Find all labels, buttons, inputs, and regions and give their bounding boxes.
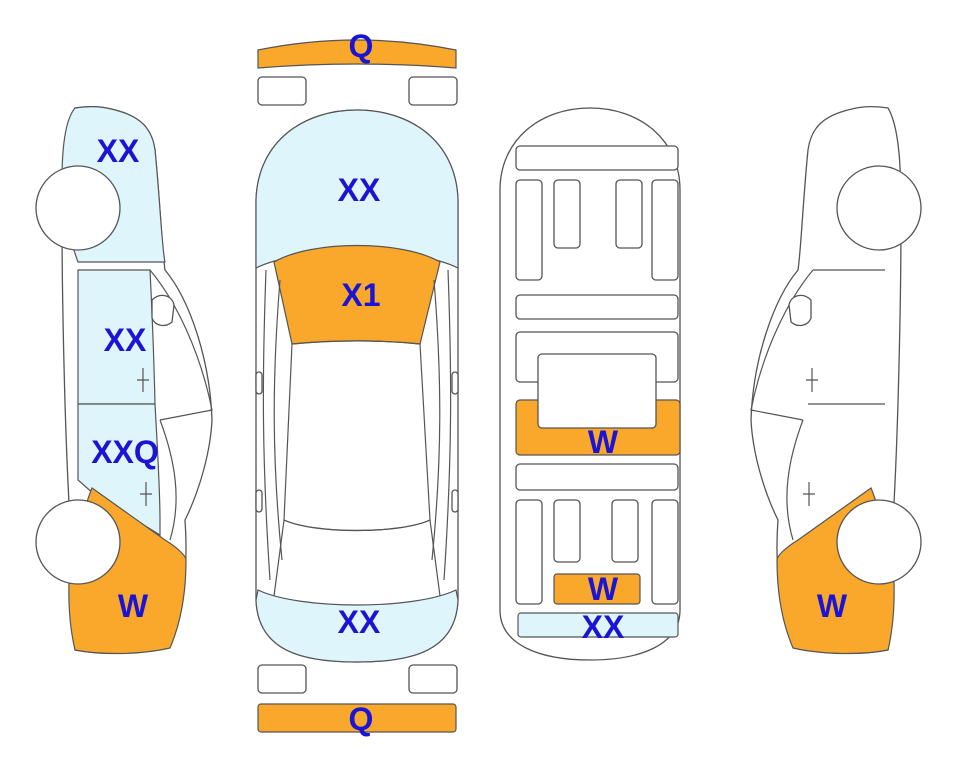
- windshield-label: X1: [341, 277, 380, 313]
- underbody-view: [499, 107, 681, 661]
- underbody-middle-label: W: [588, 424, 619, 460]
- front-bumper[interactable]: [257, 39, 457, 69]
- right-pillar-line: [431, 279, 441, 561]
- underbody-top-bar: [515, 145, 679, 171]
- underbody-bar-4: [515, 463, 679, 491]
- underbody-rear-bar-label: XX: [582, 609, 625, 645]
- left-window-line: [149, 269, 213, 421]
- left-rear-door-label: XXQ: [91, 434, 159, 470]
- underbody-slot-7: [611, 499, 639, 563]
- right-mirror: [788, 294, 812, 327]
- underbody-slot-4: [651, 179, 679, 281]
- left-front-door-label: XX: [104, 322, 147, 358]
- trunk-panel[interactable]: [255, 589, 459, 663]
- front-left-light: [257, 76, 307, 106]
- right-rear-handle: [803, 482, 815, 506]
- right-front-handle: [806, 368, 818, 392]
- damage-labels: Q XX X1 XX Q W W XX XX XX XXQ W W: [91, 28, 848, 737]
- underbody-slot-1: [515, 179, 543, 281]
- underbody-slot-8: [651, 499, 679, 605]
- rear-left-light: [257, 664, 307, 694]
- right-side-line: [443, 269, 452, 581]
- left-mirror: [255, 371, 263, 395]
- left-rear-wheel: [35, 499, 121, 585]
- right-front-wheel: [836, 165, 922, 251]
- rear-right-light: [408, 664, 458, 694]
- underbody-rear-bar[interactable]: [517, 612, 679, 638]
- front-right-light: [408, 76, 458, 106]
- left-rear-door[interactable]: [77, 403, 161, 537]
- underbody-slot-2: [553, 179, 581, 249]
- underbody-rear-small-label: W: [588, 571, 619, 607]
- right-window-line-2: [786, 419, 804, 541]
- left-pillar-line: [273, 279, 283, 561]
- right-window-line: [750, 269, 814, 421]
- right-rear-quarter-label: W: [817, 588, 848, 624]
- hood-label: XX: [338, 172, 381, 208]
- left-side-line: [262, 269, 271, 581]
- left-rear-quarter-label: W: [118, 588, 149, 624]
- left-rear-handle: [140, 482, 152, 506]
- front-bumper-label: Q: [349, 28, 374, 64]
- rear-bumper-label: Q: [349, 701, 374, 737]
- right-handle: [451, 489, 459, 513]
- underbody-slot-5: [515, 499, 543, 605]
- left-mirror: [151, 294, 175, 327]
- rear-bumper[interactable]: [257, 703, 457, 733]
- trunk-label: XX: [338, 604, 381, 640]
- left-front-fender-label: XX: [97, 133, 140, 169]
- underbody-rear-small-panel[interactable]: [553, 573, 641, 605]
- right-side-view: [750, 106, 922, 655]
- underbody-slot-6: [553, 499, 581, 563]
- left-side-view: [35, 106, 213, 655]
- right-rear-wheel: [836, 499, 922, 585]
- underbody-bar-2: [515, 294, 679, 320]
- underbody-slot-3: [615, 179, 643, 249]
- left-window-line-2: [159, 419, 177, 541]
- left-front-handle: [137, 368, 149, 392]
- left-handle: [255, 489, 263, 513]
- top-view: [255, 109, 459, 663]
- left-front-wheel: [35, 165, 121, 251]
- underbody-center-box: [537, 353, 657, 429]
- right-mirror: [451, 371, 459, 395]
